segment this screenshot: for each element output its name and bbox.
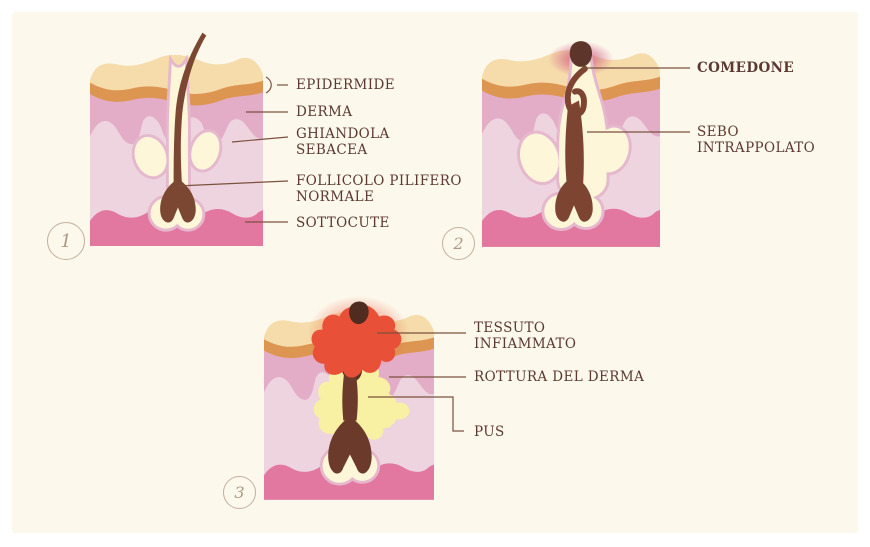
hair-shaft [342, 365, 358, 421]
comedone-plug [349, 301, 369, 325]
swollen-follicle [516, 41, 632, 232]
skin-cross-section-stage-3 [264, 295, 434, 500]
stage-3-badge: 3 [223, 476, 256, 509]
label-derma: DERMA [296, 104, 353, 120]
label-epidermide: EPIDERMIDE [296, 77, 395, 93]
label-comedone: COMEDONE [697, 60, 795, 76]
stage-1-badge: 1 [47, 222, 85, 260]
label-sebo-intrappolato: SEBO INTRAPPOLATO [697, 124, 816, 156]
hair-follicle-and-sebaceous-gland [131, 32, 223, 232]
label-sottocute: SOTTOCUTE [296, 215, 390, 231]
inflammation-core [311, 304, 402, 378]
stage-2-badge: 2 [442, 227, 475, 260]
hair-bulb [160, 178, 196, 223]
inflamed-tissue [307, 295, 410, 378]
comedone-plug [569, 41, 593, 67]
label-pus: PUS [474, 424, 505, 440]
hair-shaft [565, 100, 584, 188]
skin-cross-section-stage-2 [482, 41, 660, 247]
label-rottura-del-derma: ROTTURA DEL DERMA [474, 369, 645, 385]
label-ghiandola-sebacea: GHIANDOLA SEBACEA [296, 126, 390, 158]
hair-bulb [555, 175, 593, 222]
label-follicolo-pilifero-normale: FOLLICOLO PILIFERO NORMALE [296, 173, 462, 205]
label-tessuto-infiammato: TESSUTO INFIAMMATO [474, 320, 577, 352]
hair-shaft [173, 32, 207, 189]
hair-bulb [328, 416, 372, 474]
skin-cross-section-stage-1 [90, 32, 263, 246]
